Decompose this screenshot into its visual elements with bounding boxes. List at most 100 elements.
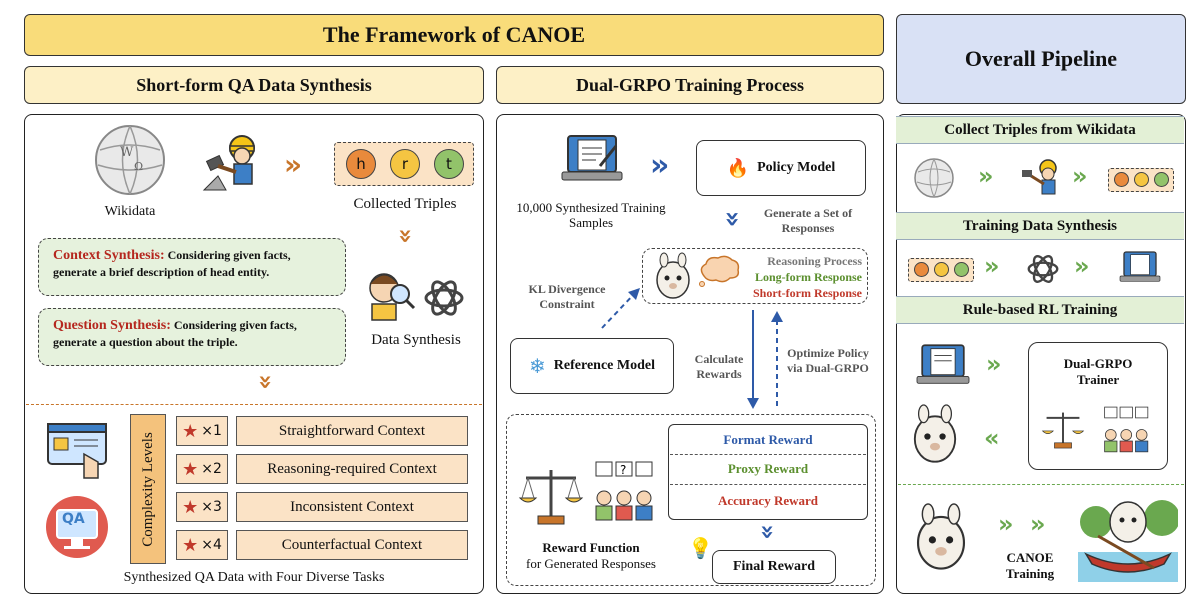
tail-entity-circle [1154, 172, 1169, 187]
laptop-document-icon [916, 344, 970, 384]
question-synthesis-text: Considering given facts, generate a ques… [53, 318, 297, 349]
chevron-right-icon: » [1072, 162, 1088, 190]
lightbulb-icon: 💡 [688, 538, 713, 560]
short-form-response-label: Short-form Response [753, 286, 862, 300]
level-context-label: Counterfactual Context [236, 530, 468, 560]
optimize-policy-label: Optimize Policy via Dual-GRPO [787, 346, 869, 375]
reward-function-subtitle: for Generated Responses [526, 556, 656, 571]
wikipedia-globe-icon [914, 158, 954, 198]
policy-model-label: Policy Model [757, 160, 836, 175]
calculate-arrow [747, 310, 759, 409]
chevron-right-icon: » [1074, 252, 1090, 280]
kl-divergence-label: KL Divergence Constraint [528, 282, 606, 311]
accuracy-reward-label: Accuracy Reward [718, 493, 818, 508]
chevron-down-icon: » [391, 228, 420, 244]
openai-logo-icon [424, 280, 464, 316]
qa-monitor-icon [46, 496, 108, 558]
collect-triples-header: Collect Triples from Wikidata [896, 116, 1184, 144]
reasoning-process-label: Reasoning Process [767, 254, 862, 268]
dualgrpo-title: Dual-GRPO Training Process [496, 66, 884, 104]
calculate-rewards-label: Calculate Rewards [694, 352, 744, 381]
format-reward-label: Format Reward [723, 432, 813, 447]
reward-divider [670, 454, 866, 455]
framework-title: The Framework of CANOE [24, 14, 884, 56]
pipeline-title: Overall Pipeline [896, 14, 1186, 104]
reward-function-box [506, 414, 876, 586]
chevron-right-icon: » [650, 148, 670, 183]
context-synthesis-title: Context Synthesis: [53, 248, 165, 263]
question-synthesis-title: Question Synthesis: [53, 318, 171, 333]
optimize-arrow [771, 311, 783, 410]
head-entity-circle: h [346, 149, 376, 179]
scale-balance-icon [1041, 412, 1085, 449]
proxy-reward-label: Proxy Reward [727, 461, 809, 476]
generate-responses-label: Generate a Set of Responses [763, 206, 853, 235]
training-data-synthesis-header: Training Data Synthesis [896, 212, 1184, 240]
worker-miner-icon [1022, 159, 1057, 195]
context-synthesis-box: Context Synthesis: Considering given fac… [38, 238, 346, 296]
tail-entity-circle [954, 262, 969, 277]
alpaca-canoe-icon [1078, 500, 1178, 582]
chevron-down-icon: » [753, 524, 782, 540]
alpaca-icon [656, 252, 690, 299]
level-multiplier: ★×4 [176, 530, 228, 560]
chevron-left-icon: « [984, 424, 1000, 452]
svg-text:W: W [120, 145, 134, 160]
shortform-title: Short-form QA Data Synthesis [24, 66, 484, 104]
reference-model-box: ❄ Reference Model [510, 338, 674, 394]
chevron-down-icon: » [251, 374, 280, 390]
level-context-label: Straightforward Context [236, 416, 468, 446]
collected-triples-label: Collected Triples [353, 196, 457, 212]
chevron-right-icon: » [978, 162, 994, 190]
chevron-right-icon: » [998, 510, 1014, 538]
svg-text:?: ? [620, 463, 626, 477]
level-context-label: Reasoning-required Context [236, 454, 468, 484]
context-synthesis-text: Considering given facts, generate a brie… [53, 248, 291, 279]
trainer-box [1028, 342, 1168, 470]
reference-model-label: Reference Model [553, 358, 655, 373]
section-divider [26, 404, 482, 405]
level-multiplier: ★×3 [176, 492, 228, 522]
svg-text:Ω: Ω [134, 160, 143, 173]
browser-click-icon [47, 423, 107, 479]
fire-icon: 🔥 [726, 157, 750, 178]
section-divider [898, 484, 1184, 485]
policy-model-box: 🔥 Policy Model [696, 140, 866, 196]
tail-entity-circle: t [434, 149, 464, 179]
alpaca-icon [913, 404, 957, 463]
trainer-label: Dual-GRPO Trainer [1063, 356, 1133, 387]
rule-rl-header: Rule-based RL Training [896, 296, 1184, 324]
magnifier-person-icon [369, 273, 416, 321]
question-synthesis-box: Question Synthesis: Considering given fa… [38, 308, 346, 366]
feedback-people-icon [1104, 406, 1149, 453]
level-multiplier: ★×2 [176, 454, 228, 484]
canoe-training-label: CANOE Training [1005, 550, 1055, 581]
synthesized-qa-caption: Synthesized QA Data with Four Diverse Ta… [123, 570, 385, 585]
wikipedia-globe-icon: W Ω [95, 125, 165, 195]
worker-miner-icon [202, 135, 255, 191]
level-context-label: Inconsistent Context [236, 492, 468, 522]
reward-function-title: Reward Function [542, 540, 640, 555]
reward-stack [668, 424, 868, 520]
chevron-right-icon: » [984, 252, 1000, 280]
head-entity-circle [914, 262, 929, 277]
chevron-right-icon: » [986, 350, 1002, 378]
final-reward-box: Final Reward [712, 550, 836, 584]
chevron-down-icon: » [717, 210, 748, 228]
thought-bubble-icon [699, 255, 740, 287]
laptop-document-icon [1119, 251, 1161, 282]
reward-divider [670, 484, 866, 485]
relation-circle: r [390, 149, 420, 179]
qa-badge: QA [62, 511, 85, 527]
long-form-response-label: Long-form Response [755, 270, 862, 284]
head-entity-circle [1114, 172, 1129, 187]
wikidata-label: Wikidata [104, 204, 156, 219]
laptop-document-icon [561, 135, 623, 181]
chevron-right-icon: » [1030, 510, 1046, 538]
level-multiplier: ★×1 [176, 416, 228, 446]
feedback-people-icon: ? [595, 461, 653, 521]
complexity-levels-label: Complexity Levels [139, 431, 156, 547]
alpaca-icon [916, 503, 966, 570]
scale-balance-icon [518, 470, 584, 525]
openai-logo-icon [1027, 255, 1059, 283]
